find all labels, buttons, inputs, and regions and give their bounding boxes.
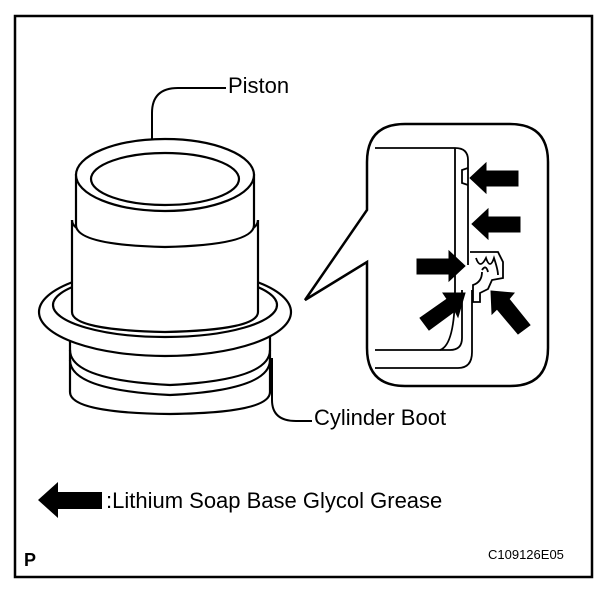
legend-text: :Lithium Soap Base Glycol Grease xyxy=(106,488,443,513)
corner-letter: P xyxy=(24,550,37,570)
seal-detail xyxy=(375,147,504,369)
arrow-icon xyxy=(419,292,466,331)
cylinder-boot-leader-line xyxy=(271,358,312,422)
piston-leader-line xyxy=(151,87,226,140)
grease-arrows xyxy=(416,161,531,335)
callout-bubble xyxy=(303,122,550,388)
arrow-icon xyxy=(469,161,519,195)
piston-label: Piston xyxy=(228,73,290,98)
arrow-icon xyxy=(490,290,531,335)
figure-code: C109126E05 xyxy=(488,547,564,562)
piston-top-inner-ring xyxy=(89,151,241,207)
boot-and-piston-illustration xyxy=(37,137,293,416)
cylinder-boot-label: Cylinder Boot xyxy=(314,405,447,430)
arrow-icon xyxy=(416,249,466,283)
legend-arrow-icon xyxy=(38,482,102,518)
arrow-icon xyxy=(471,207,521,241)
